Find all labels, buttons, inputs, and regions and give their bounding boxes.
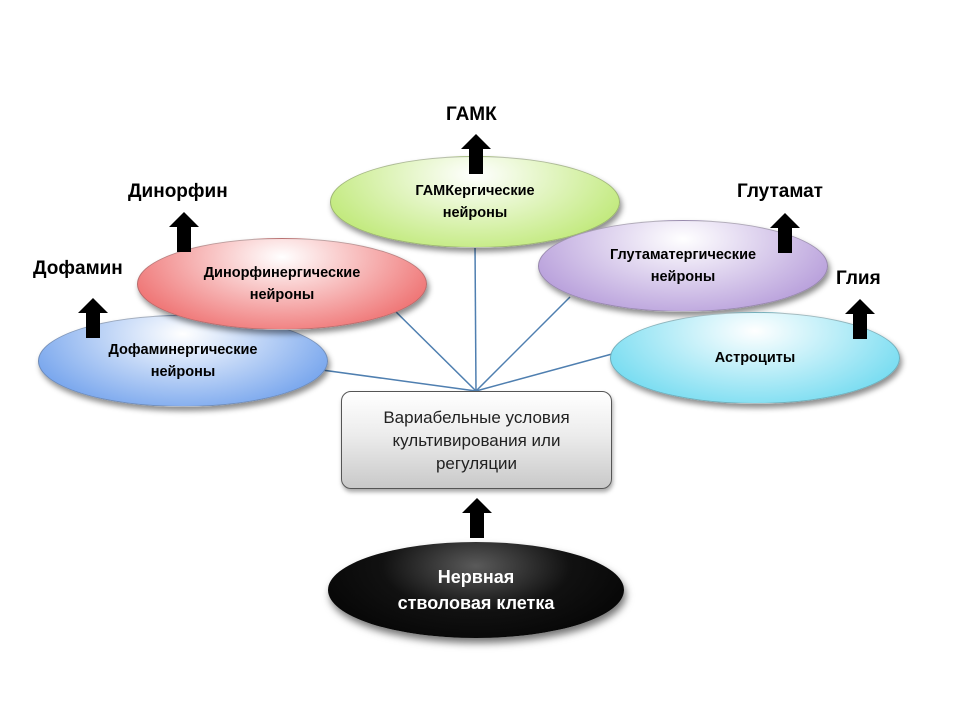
connector-gabaergic <box>474 243 477 392</box>
astrocytes-label: Астроциты <box>714 350 796 366</box>
stem-cell-up-arrow-icon <box>462 498 492 538</box>
dynorphinergic-neurons-label: Динорфинергические нейроны <box>203 265 361 303</box>
dynorphin-product-label: Динорфин <box>128 181 228 202</box>
culture-conditions-label: Вариабельные условия культивирования или… <box>383 407 570 473</box>
neural-stem-cell-node: Нервная стволовая клетка <box>328 542 624 638</box>
connector-astrocytes <box>475 353 613 392</box>
glia-up-arrow-icon <box>845 299 875 339</box>
connector-dopaminergic <box>299 366 477 392</box>
connector-dynorphinergic <box>385 301 477 392</box>
gabaergic-neurons-label: ГАМКергические нейроны <box>415 183 535 221</box>
dynorphinergic-neurons-node: Динорфинергические нейроны <box>137 238 427 330</box>
connector-lines <box>299 243 613 392</box>
neural-stem-cell-label: Нервная стволовая клетка <box>397 567 555 613</box>
glutamate-up-arrow-icon <box>770 213 800 253</box>
dopamine-product-label: Дофамин <box>33 258 123 279</box>
gaba-up-arrow-icon <box>461 134 491 174</box>
dynorphin-up-arrow-icon <box>169 212 199 252</box>
dopamine-up-arrow-icon <box>78 298 108 338</box>
connector-glutamatergic <box>475 296 571 392</box>
glutamatergic-neurons-label: Глутаматергические нейроны <box>609 247 757 285</box>
gaba-product-label: ГАМК <box>446 104 497 125</box>
dopaminergic-neurons-label: Дофаминергические нейроны <box>108 342 258 380</box>
glia-product-label: Глия <box>836 268 881 289</box>
glutamate-product-label: Глутамат <box>737 181 823 202</box>
culture-conditions-box: Вариабельные условия культивирования или… <box>341 391 612 489</box>
astrocytes-node: Астроциты <box>610 312 900 404</box>
